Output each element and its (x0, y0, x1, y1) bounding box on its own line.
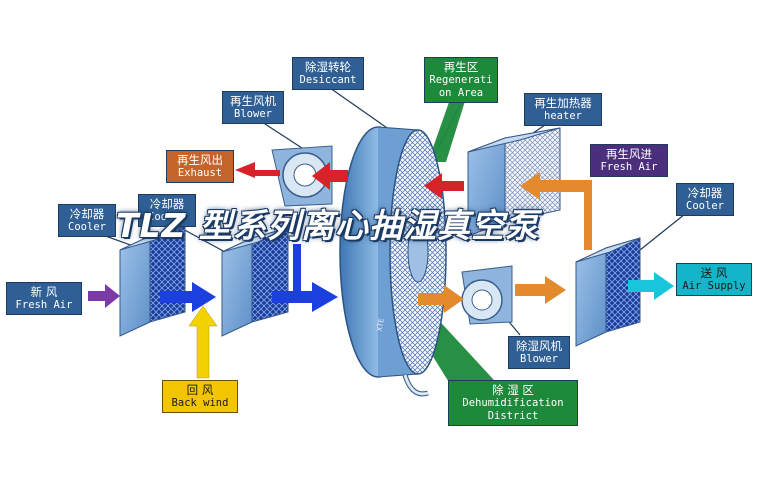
fresh-air-arrow (88, 284, 120, 308)
label-regen-fresh-air: 再生风进 Fresh Air (590, 144, 668, 177)
label-dehum-district-en2: District (487, 410, 539, 422)
label-dehum-blower-zh: 除湿风机 (516, 339, 562, 353)
label-cooler-left-zh: 冷却器 (69, 207, 105, 221)
cooled-air-riser (293, 244, 301, 294)
label-back-wind: 回 风 Back wind (162, 380, 238, 413)
label-exhaust: 再生风出 Exhaust (166, 150, 234, 183)
label-cooler-right-en: Cooler (686, 200, 724, 212)
label-dehum-district-en: Dehumidification (462, 397, 564, 409)
label-regeneration-en2: on Area (438, 87, 484, 99)
page-title: TLZ 型系列离心抽湿真空泵 (116, 206, 539, 245)
label-exhaust-en: Exhaust (177, 167, 223, 179)
label-cooler-middle-zh: 冷却器 (149, 197, 185, 211)
label-desiccant: 除湿转轮 Desiccant (292, 57, 364, 90)
label-dehum-blower-en: Blower (520, 353, 558, 365)
regen-hot-arrow (424, 173, 464, 199)
air-supply-arrow (628, 272, 674, 300)
label-cooler-right: 冷却器 Cooler (676, 183, 734, 216)
process-air-arrow-2 (515, 276, 566, 304)
label-fresh-air-en: Fresh Air (15, 299, 73, 311)
label-cooler-middle: 冷却器 Cooler (138, 194, 196, 227)
label-regen-fresh-zh: 再生风进 (606, 147, 652, 161)
regeneration-pointer (428, 85, 470, 162)
label-regen-blower-zh: 再生风机 (230, 94, 276, 108)
label-cooler-right-zh: 冷却器 (687, 186, 723, 200)
regeneration-blower (271, 145, 333, 207)
label-regen-heater-zh: 再生加热器 (534, 96, 592, 110)
label-cooler-middle-en: Cooler (148, 211, 186, 223)
label-dehum-blower: 除湿风机 Blower (508, 336, 570, 369)
label-air-supply-en: Air Supply (682, 280, 746, 292)
label-air-supply-zh: 送 风 (700, 266, 728, 280)
label-regen-fresh-en: Fresh Air (600, 161, 658, 173)
label-fresh-air: 新 风 Fresh Air (6, 282, 82, 315)
label-exhaust-zh: 再生风出 (177, 153, 223, 167)
label-dehumidification-district: 除 湿 区 Dehumidification District (448, 380, 578, 426)
label-fresh-air-zh: 新 风 (30, 285, 58, 299)
desiccant-wheel (339, 126, 447, 397)
exhaust-arrow (235, 162, 280, 178)
regeneration-heater (467, 127, 561, 237)
regen-return-arrow (312, 162, 348, 190)
regen-fresh-arrow (520, 172, 592, 200)
label-dehum-district-zh: 除 湿 区 (492, 383, 534, 397)
air-arrows (88, 162, 674, 379)
regen-fresh-riser (584, 180, 592, 250)
cooler-left-unit (119, 225, 186, 337)
label-regen-heater: 再生加热器 heater (524, 93, 602, 126)
label-desiccant-en: Desiccant (299, 74, 357, 86)
cooled-air-arrow-2 (272, 282, 338, 312)
label-regeneration-zh: 再生区 (443, 60, 479, 74)
label-regen-heater-en: heater (544, 110, 582, 122)
label-back-wind-zh: 回 风 (186, 383, 214, 397)
label-cooler-left: 冷却器 Cooler (58, 204, 116, 237)
cooled-air-arrow-1 (160, 282, 216, 312)
cooler-right-unit (575, 237, 641, 347)
label-regen-blower: 再生风机 Blower (222, 91, 284, 124)
label-regen-blower-en: Blower (234, 108, 272, 120)
label-regeneration-en: Regenerati (429, 74, 493, 86)
label-back-wind-en: Back wind (171, 397, 229, 409)
label-regeneration-area: 再生区 Regenerati on Area (424, 57, 498, 103)
label-air-supply: 送 风 Air Supply (676, 263, 752, 296)
label-desiccant-zh: 除湿转轮 (305, 60, 351, 74)
label-cooler-left-en: Cooler (68, 221, 106, 233)
dehumidification-blower (461, 265, 513, 325)
back-wind-arrow (188, 305, 218, 379)
process-air-arrow-1 (418, 285, 464, 313)
